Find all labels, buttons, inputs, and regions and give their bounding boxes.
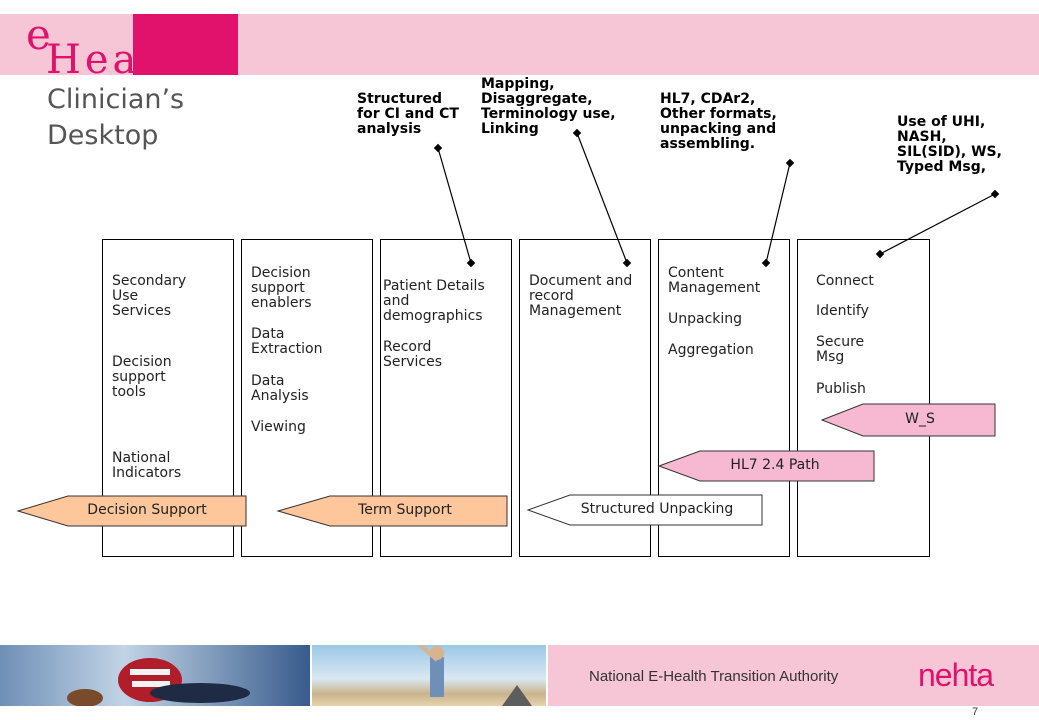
connector-structured — [437, 147, 472, 264]
logo-e: e — [26, 10, 51, 59]
connector-mapping — [576, 132, 628, 264]
title-line-1: Clinician’s — [47, 84, 185, 115]
arrow-label-ws: W_S — [905, 411, 935, 427]
connector-hl7 — [765, 162, 791, 264]
arrow-label-decision-support: Decision Support — [87, 502, 207, 518]
footer-org-name: National E-Health Transition Authority — [589, 668, 839, 685]
arrow-label-term-support: Term Support — [358, 502, 452, 518]
arrow-term-support — [276, 495, 508, 527]
col2-item-enablers: Decision support enablers — [251, 265, 312, 311]
footer-photo-beach — [312, 645, 546, 706]
footer-photo-runner — [0, 645, 310, 706]
callout-structured: Structured for CI and CT analysis — [357, 91, 459, 137]
col2-item-analysis: Data Analysis — [251, 373, 309, 404]
page-number: 7 — [972, 706, 979, 718]
col6-item-secure-msg: Secure Msg — [816, 334, 865, 365]
arrow-decision-support — [16, 495, 247, 527]
col5-item-content-management: Content Management — [668, 265, 761, 296]
col1-item-national-indicators: National Indicators — [112, 450, 182, 481]
arrow-hl7-path — [657, 450, 875, 482]
callout-mapping: Mapping, Disaggregate, Terminology use, … — [481, 76, 616, 137]
col1-item-decision-tools: Decision support tools — [112, 354, 172, 400]
callout-uhi: Use of UHI, NASH, SIL(SID), WS, Typed Ms… — [897, 114, 1002, 175]
callout-hl7: HL7, CDAr2, Other formats, unpacking and… — [660, 91, 777, 152]
connector-uhi — [879, 193, 996, 255]
col2-item-viewing: Viewing — [251, 419, 306, 435]
title-line-2: Desktop — [47, 120, 159, 151]
arrow-label-hl7-path: HL7 2.4 Path — [730, 457, 820, 473]
footer-band — [548, 645, 1039, 706]
col1-item-secondary-use: Secondary Use Services — [112, 273, 187, 319]
col5-item-aggregation: Aggregation — [668, 342, 754, 358]
col6-item-connect: Connect — [816, 273, 874, 289]
col5-item-unpacking: Unpacking — [668, 311, 743, 327]
arrow-structured-unpacking — [526, 494, 763, 526]
col2-item-extraction: Data Extraction — [251, 326, 323, 357]
col3-item-record-services: Record Services — [383, 339, 443, 370]
arrow-label-structured-unpacking: Structured Unpacking — [580, 501, 734, 517]
col3-item-patient-details: Patient Details and demographics — [383, 278, 485, 324]
page-title: Clinician’s Desktop — [47, 82, 287, 154]
logo-accent-block — [133, 14, 238, 75]
column-connect — [797, 239, 930, 557]
col6-item-identify: Identify — [816, 303, 869, 319]
col4-item-document-management: Document and record Management — [529, 273, 633, 319]
arrow-ws — [820, 403, 996, 437]
logo-health: Health — [46, 37, 208, 83]
col6-item-publish: Publish — [816, 381, 866, 397]
nehta-logo: nehta — [918, 657, 994, 693]
